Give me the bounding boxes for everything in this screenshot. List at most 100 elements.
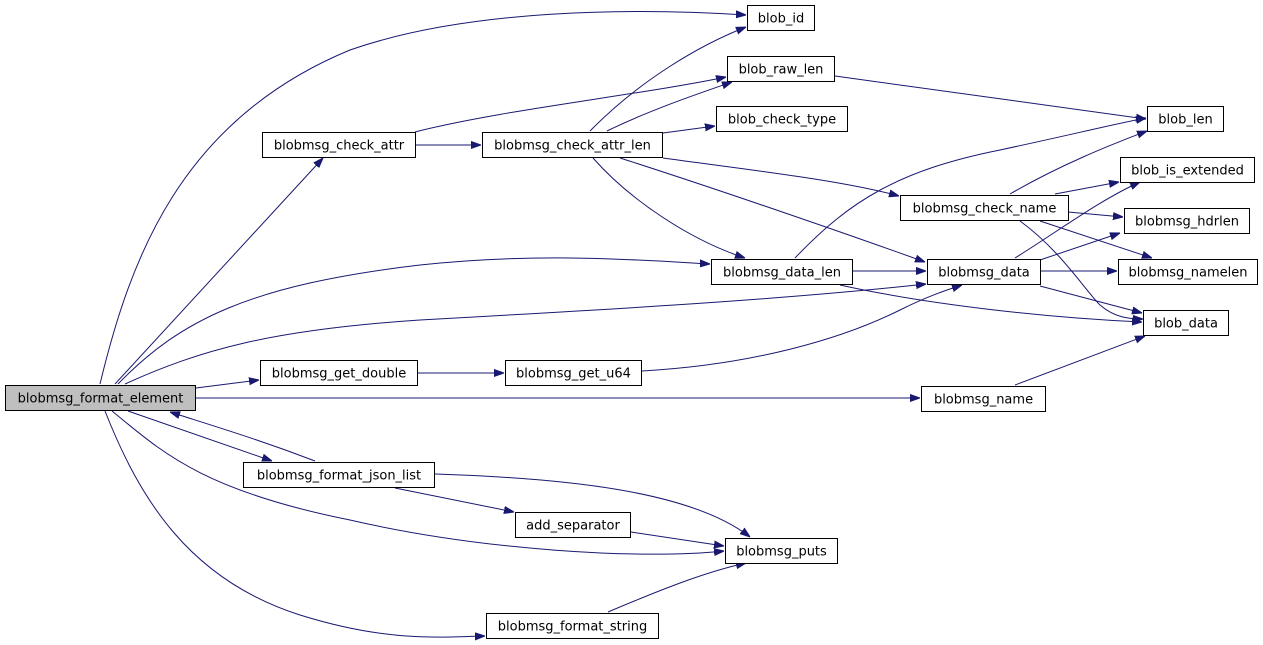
node-label: blobmsg_get_u64	[516, 367, 631, 382]
edge-add_separator-to-blobmsg_puts	[630, 531, 724, 546]
edge-blobmsg_check_attr_len-to-blob_check_type	[662, 126, 715, 134]
edge-line	[662, 126, 715, 134]
node-blobmsg_format_element[interactable]: blobmsg_format_element	[5, 385, 196, 411]
node-blobmsg_check_name[interactable]: blobmsg_check_name	[900, 195, 1069, 221]
node-blobmsg_format_json_list[interactable]: blobmsg_format_json_list	[243, 462, 435, 488]
node-box[interactable]	[262, 132, 416, 158]
edge-blobmsg_format_element-to-blobmsg_data	[124, 284, 926, 385]
edge-blobmsg_format_json_list-to-add_separator	[394, 487, 514, 512]
edge-blobmsg_format_element-to-blob_id	[99, 12, 746, 385]
node-blobmsg_data[interactable]: blobmsg_data	[927, 259, 1041, 285]
node-box[interactable]	[727, 56, 835, 82]
node-box[interactable]	[1143, 310, 1229, 336]
node-blobmsg_get_u64[interactable]: blobmsg_get_u64	[505, 360, 642, 386]
edge-blobmsg_data-to-blobmsg_hdrlen	[1039, 233, 1120, 261]
edge-blobmsg_check_name-to-blob_len	[1009, 131, 1147, 195]
node-box[interactable]	[260, 360, 418, 386]
node-add_separator[interactable]: add_separator	[515, 512, 631, 538]
node-label: blobmsg_check_name	[913, 202, 1057, 217]
node-blobmsg_check_attr[interactable]: blobmsg_check_attr	[262, 132, 416, 158]
node-blobmsg_check_attr_len[interactable]: blobmsg_check_attr_len	[482, 132, 663, 158]
edge-line	[592, 157, 745, 258]
node-box[interactable]	[725, 538, 838, 564]
node-box[interactable]	[921, 386, 1046, 412]
edge-blobmsg_check_attr_len-to-blobmsg_data	[619, 157, 925, 262]
edge-line	[1054, 182, 1119, 195]
node-box[interactable]	[505, 360, 642, 386]
node-box[interactable]	[1147, 106, 1224, 132]
edge-blobmsg_format_element-to-blobmsg_check_attr	[114, 158, 323, 385]
node-blobmsg_format_string[interactable]: blobmsg_format_string	[486, 613, 659, 639]
node-blobmsg_namelen[interactable]: blobmsg_namelen	[1118, 259, 1258, 285]
node-box[interactable]	[711, 259, 853, 285]
node-label: blobmsg_check_attr	[274, 139, 405, 154]
node-box[interactable]	[900, 195, 1069, 221]
edge-blobmsg_format_element-to-blobmsg_data_len	[117, 257, 710, 385]
node-blob_raw_len[interactable]: blob_raw_len	[727, 56, 835, 82]
edge-line	[104, 410, 485, 637]
edge-blobmsg_check_name-to-blobmsg_hdrlen	[1067, 211, 1123, 217]
edge-line	[1014, 182, 1140, 259]
node-box[interactable]	[482, 132, 663, 158]
edge-line	[607, 563, 746, 613]
node-blobmsg_hdrlen[interactable]: blobmsg_hdrlen	[1124, 208, 1250, 234]
edge-blobmsg_data_len-to-blob_data	[839, 284, 1142, 322]
edge-blobmsg_data_len-to-blob_len	[794, 118, 1146, 259]
node-box[interactable]	[716, 106, 848, 132]
edge-blobmsg_name-to-blob_data	[1014, 336, 1145, 386]
node-box[interactable]	[747, 5, 815, 31]
edge-line	[99, 12, 746, 385]
edge-line	[1009, 131, 1147, 195]
node-box[interactable]	[1118, 259, 1258, 285]
edge-line	[1039, 285, 1142, 313]
node-label: blobmsg_data	[938, 266, 1030, 281]
edge-line	[641, 285, 962, 372]
node-label: add_separator	[526, 519, 620, 534]
edge-line	[414, 77, 726, 133]
edge-blobmsg_check_name-to-blobmsg_namelen	[1039, 220, 1152, 258]
edge-blobmsg_format_element-to-blobmsg_get_double	[195, 380, 259, 389]
node-box[interactable]	[1120, 157, 1255, 183]
node-blob_len[interactable]: blob_len	[1147, 106, 1224, 132]
edges-layer	[99, 12, 1152, 638]
edge-blobmsg_get_u64-to-blobmsg_data	[641, 285, 962, 372]
edge-blobmsg_format_element-to-blobmsg_puts	[111, 410, 724, 554]
node-label: blobmsg_puts	[736, 545, 827, 560]
node-blob_check_type[interactable]: blob_check_type	[716, 106, 848, 132]
edge-line	[630, 531, 724, 546]
edge-line	[619, 157, 925, 262]
node-box[interactable]	[5, 385, 196, 411]
node-blobmsg_name[interactable]: blobmsg_name	[921, 386, 1046, 412]
node-box[interactable]	[486, 613, 659, 639]
edge-blobmsg_check_name-to-blob_is_extended	[1054, 182, 1119, 195]
edge-blobmsg_format_json_list-to-blobmsg_puts	[434, 473, 750, 537]
node-blob_id[interactable]: blob_id	[747, 5, 815, 31]
node-label: blob_check_type	[728, 113, 836, 128]
edge-line	[114, 158, 323, 385]
edge-line	[839, 284, 1142, 322]
edge-line	[662, 157, 899, 196]
edge-line	[1039, 233, 1120, 261]
node-blobmsg_get_double[interactable]: blobmsg_get_double	[260, 360, 418, 386]
node-label: blob_raw_len	[739, 63, 824, 78]
node-blobmsg_puts[interactable]: blobmsg_puts	[725, 538, 838, 564]
node-blob_is_extended[interactable]: blob_is_extended	[1120, 157, 1255, 183]
node-blob_data[interactable]: blob_data	[1143, 310, 1229, 336]
node-box[interactable]	[243, 462, 435, 488]
node-box[interactable]	[515, 512, 631, 538]
node-label: blobmsg_format_element	[18, 392, 184, 407]
edge-blobmsg_check_attr_len-to-blob_id	[589, 27, 746, 132]
node-blobmsg_data_len[interactable]: blobmsg_data_len	[711, 259, 853, 285]
node-box[interactable]	[927, 259, 1041, 285]
edge-line	[794, 118, 1146, 259]
edge-line	[1014, 336, 1145, 386]
edge-blobmsg_format_element-to-blobmsg_format_string	[104, 410, 485, 637]
node-label: blobmsg_hdrlen	[1135, 215, 1239, 230]
edge-line	[1067, 211, 1123, 217]
node-box[interactable]	[1124, 208, 1250, 234]
node-label: blobmsg_namelen	[1129, 266, 1248, 281]
node-label: blob_is_extended	[1131, 164, 1244, 179]
edge-blobmsg_format_string-to-blobmsg_puts	[607, 563, 746, 613]
edge-blobmsg_check_attr_len-to-blobmsg_check_name	[662, 157, 899, 196]
